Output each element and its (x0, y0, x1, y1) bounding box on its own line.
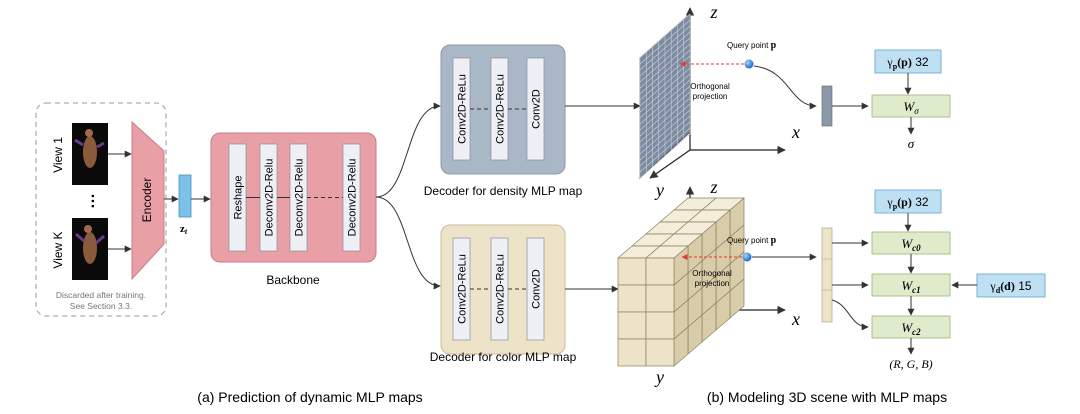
top-projection-line2: projection (693, 92, 728, 101)
color-decoder-layer-label: Conv2D-ReLu (495, 254, 507, 324)
view1-label: View 1 (51, 137, 65, 173)
bottom-sampled-feature (821, 227, 833, 323)
density-decoder: Conv2D-ReLu Conv2D-ReLu Conv2D Decoder for… (424, 44, 583, 198)
bottom-axis-x-label: x (791, 309, 800, 329)
top-projection-line1: Orthogonal (690, 82, 730, 91)
color-decoder-layer-3 (526, 237, 545, 341)
backbone-to-density-arrow (375, 102, 441, 198)
caption-left: (a) Prediction of dynamic MLP maps (197, 389, 422, 405)
input-panel: View 1 … View K Encoder Discarded after … (35, 102, 167, 317)
backbone-layer-label: Deconv2D-Relu (294, 159, 306, 237)
views-ellipsis: … (81, 193, 98, 209)
bottom-projection-line1: Orthogonal (692, 269, 732, 278)
note-line1: Discarded after training. (56, 290, 146, 300)
color-decoder-title: Decoder for color MLP map (430, 350, 577, 364)
backbone-layer-label: Deconv2D-Relu (264, 159, 276, 237)
backbone-title: Backbone (266, 273, 320, 287)
color-scene: z x y Query point p Orthogonal projectio… (617, 177, 1046, 387)
latent-label: zt (180, 223, 188, 236)
bottom-mlp-c0-label: Wc0 (901, 236, 921, 253)
backbone-layer-label: Deconv2D-Relu (347, 159, 359, 237)
bottom-output-rgb: (R, G, B) (889, 357, 932, 371)
top-axis-x-label: x (791, 122, 800, 142)
backbone-layer-label: Reshape (233, 175, 245, 219)
color-decoder-layer-label: Conv2D-ReLu (457, 254, 469, 324)
color-decoder: Conv2D-ReLu Conv2D-ReLu Conv2D Decoder for… (430, 224, 577, 364)
density-decoder-layer-3 (526, 57, 545, 161)
top-axis-y (649, 149, 691, 179)
caption-right: (b) Modeling 3D scene with MLP maps (707, 389, 947, 405)
top-output-sigma: σ (908, 136, 915, 151)
note-line2: See Section 3.3. (70, 301, 132, 311)
viewK-figure (83, 232, 97, 264)
top-axis-y-label: y (654, 180, 664, 200)
bottom-axis-y-label: y (654, 367, 664, 387)
backbone: Reshape Deconv2D-Relu Deconv2D-Relu Deconv2… (210, 132, 377, 287)
top-axis-z-label: z (709, 2, 717, 22)
encoder-block (131, 120, 165, 281)
color-decoder-layer-label: Conv2D (531, 269, 543, 309)
bottom-mlp-c2-label: Wc2 (901, 320, 921, 337)
top-query-label: Query point p (727, 40, 777, 51)
bottom-axis-z-label: z (709, 177, 717, 197)
bottom-query-point (742, 252, 752, 262)
top-pe-label: γp(p) 32 (886, 55, 928, 71)
view1-figure (83, 136, 97, 168)
density-scene: z x y Query point p Orthogonal projectio… (639, 2, 951, 200)
density-decoder-title: Decoder for density MLP map (424, 184, 583, 198)
bottom-mlp-c1-label: Wc1 (901, 278, 920, 295)
color-feature-volume (617, 197, 745, 367)
viewK-label: View K (51, 231, 65, 268)
bottom-pe-label: γp(p) 32 (886, 195, 928, 211)
bottom-projection-line2: projection (695, 279, 730, 288)
bottom-query-label: Query point p (727, 235, 777, 246)
density-decoder-layer-label: Conv2D-ReLu (457, 74, 469, 144)
density-decoder-layer-label: Conv2D (531, 89, 543, 129)
top-sampled-feature (821, 85, 833, 127)
latent-code (178, 174, 192, 218)
top-mlp-label: Wσ (903, 99, 919, 116)
input-panel-border (35, 102, 167, 317)
density-decoder-layer-label: Conv2D-ReLu (495, 74, 507, 144)
backbone-to-color-arrow (375, 196, 441, 290)
encoder-label: Encoder (140, 178, 154, 223)
top-query-point (744, 59, 754, 69)
bottom-direction-label: γd(d) 15 (989, 279, 1031, 295)
